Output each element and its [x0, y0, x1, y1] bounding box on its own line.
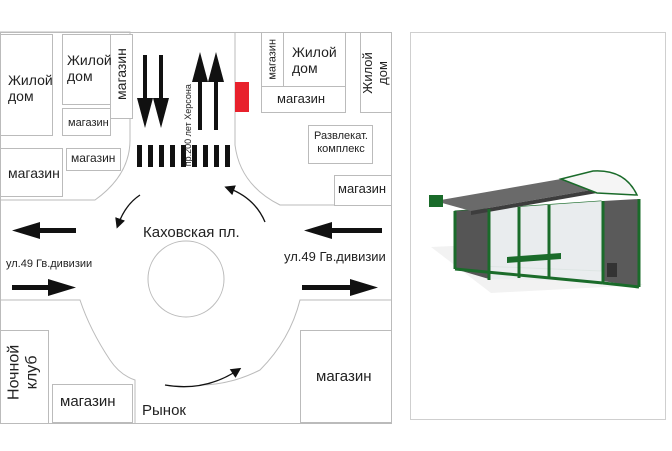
building-shop-vertical [110, 34, 133, 119]
building-entertainment [308, 125, 373, 164]
building-shop-right [334, 175, 392, 206]
label-shop-left-small: магазин [71, 151, 116, 165]
label-shop-top-right-horiz: магазин [277, 91, 326, 106]
label-entertainment: Развлекат. комплекс [314, 130, 368, 155]
label-shop-under-house: магазин [68, 117, 109, 129]
building-shop-top-right-horiz [261, 86, 346, 113]
map-drawing [0, 31, 392, 424]
label-house-top-right: Жилой дом [292, 44, 337, 77]
street-arrow-right-east [302, 279, 378, 296]
building-night-club [0, 330, 49, 424]
label-night-club: Ночной клуб [5, 344, 41, 400]
building-shop-under-house [62, 108, 111, 136]
bus-shelter-drawing [429, 170, 643, 293]
label-street-left: ул.49 Гв.дивизии [6, 258, 93, 270]
roundabout-arrow-ne [224, 185, 266, 223]
label-shop-right: магазин [338, 181, 387, 196]
label-shop-vertical-top: магазин [112, 48, 129, 100]
label-house-top-mid: Жилой дом [67, 52, 112, 85]
building-shop-left-small [66, 148, 121, 171]
bus-shelter-illustration [410, 32, 666, 420]
avenue-arrows-up [192, 52, 224, 130]
label-shop-bottom-right: магазин [316, 368, 372, 385]
street-arrow-left-east [12, 279, 76, 296]
street-arrow-left-west [12, 222, 76, 239]
street-arrow-right-west [304, 222, 382, 239]
label-street-right: ул.49 Гв.дивизии [284, 249, 386, 264]
label-house-far-right: Жилой дом [360, 52, 390, 94]
bus-stop-marker [235, 82, 249, 112]
building-shop-bottom-right [300, 330, 392, 423]
label-house-top-left: Жилой дом [8, 72, 53, 105]
intersection-map: Жилой дом Жилой дом магазин магазин мага… [0, 31, 392, 424]
label-shop-top-right-vert: магазин [266, 38, 279, 80]
label-shop-left: магазин [8, 165, 60, 181]
building-shop-bottom-left [52, 384, 133, 423]
building-shop-left [0, 148, 63, 197]
label-market: Рынок [142, 402, 186, 419]
crosswalk [137, 145, 230, 167]
building-house-far-right [360, 32, 392, 113]
building-house-top-left [0, 34, 53, 136]
label-avenue: пр.200 лет Херсона [182, 84, 193, 167]
building-house-top-mid [62, 34, 111, 105]
roundabout-arrow-s [164, 367, 242, 388]
roundabout-arrow-nw [115, 194, 141, 229]
label-square: Каховская пл. [143, 224, 240, 241]
label-shop-bottom-left: магазин [60, 393, 116, 410]
avenue-arrows-down [137, 55, 169, 128]
